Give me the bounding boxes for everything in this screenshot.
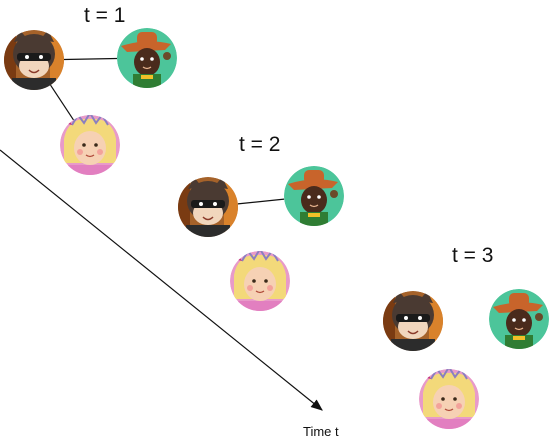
blonde-girl-avatar-t1 [60,115,120,175]
edge-t1-bandit-cowboy [63,57,118,61]
timestep-label-3: t = 3 [452,244,494,267]
cowboy-boy-avatar-t3 [489,289,549,349]
edges-layer [50,57,285,205]
timestep-label-1: t = 1 [84,4,126,27]
cowboy-boy-avatar-t1 [117,28,177,88]
bandit-cat-avatar-t2 [178,177,238,237]
time-axis-arrow [0,149,323,411]
blonde-girl-avatar-t2 [230,251,290,311]
bandit-cat-avatar-t1 [4,30,64,90]
timestep-label-2: t = 2 [239,133,281,156]
edge-t1-bandit-girl [50,84,74,121]
blonde-girl-avatar-t3 [419,369,479,429]
nodes-layer [4,28,549,429]
cowboy-boy-avatar-t2 [284,166,344,226]
bandit-cat-avatar-t3 [383,291,443,351]
edge-t2-bandit-cowboy [237,198,285,205]
time-axis-label: Time t [303,424,339,439]
